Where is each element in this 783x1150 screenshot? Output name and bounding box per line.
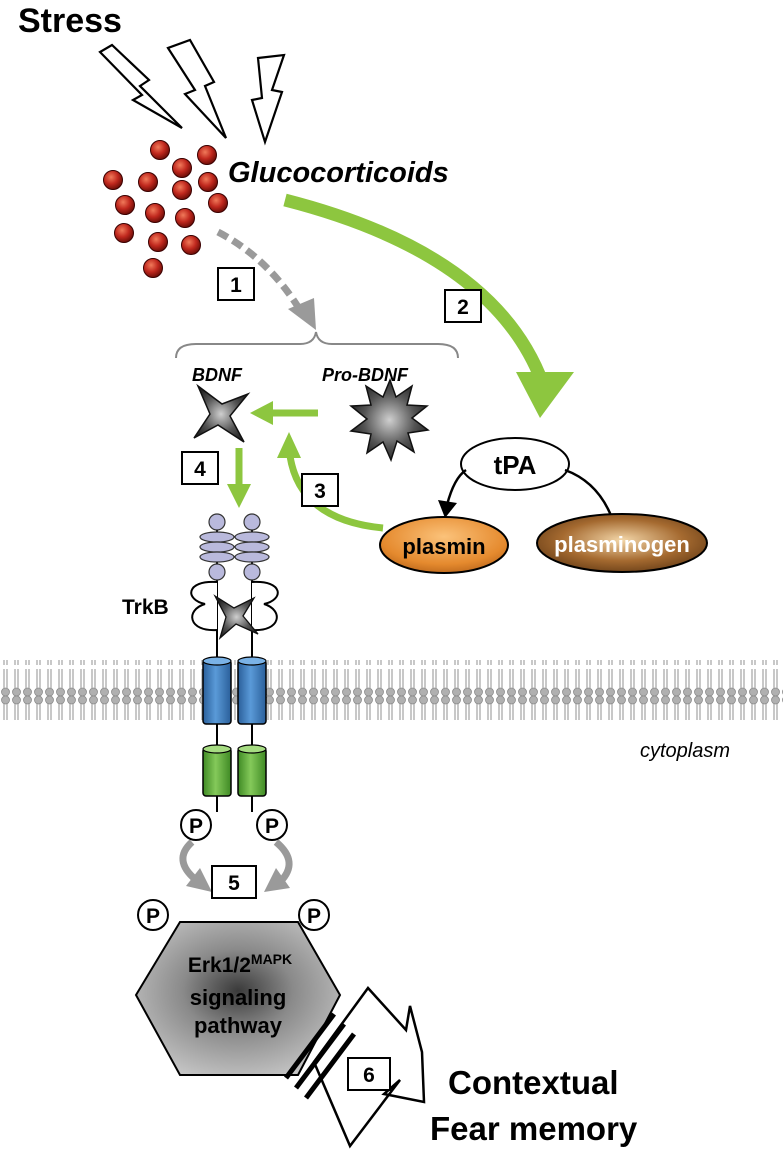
plasmin-node — [379, 516, 509, 574]
contextual-label: Contextual — [448, 1064, 619, 1101]
arrow-step-1 — [216, 228, 316, 330]
arrow-step-4 — [227, 448, 251, 508]
trkb-receptor — [190, 513, 279, 812]
step-box-5: 5 — [211, 865, 257, 899]
glucocorticoid-particles — [103, 140, 228, 278]
svg-text:3: 3 — [314, 480, 326, 503]
svg-text:4: 4 — [194, 458, 206, 481]
arrow-pro-bdnf-to-bdnf — [250, 401, 318, 425]
phosphate-icon: P — [180, 809, 212, 841]
trkb-label: TrkB — [122, 596, 169, 619]
bdnf-molecule-icon — [193, 383, 251, 443]
arrow-step-2 — [283, 193, 574, 418]
svg-text:5: 5 — [228, 872, 240, 895]
svg-text:6: 6 — [363, 1064, 375, 1087]
plasmin-label: plasmin — [402, 534, 485, 559]
bdnf-label: BDNF — [192, 365, 243, 385]
arrow-step-5 — [179, 839, 293, 892]
step-box-3: 3 — [301, 473, 339, 507]
phosphate-icon: P — [298, 899, 330, 931]
pro-bdnf-label: Pro-BDNF — [322, 365, 409, 385]
svg-text:P: P — [189, 815, 203, 838]
stress-label: Stress — [18, 2, 122, 40]
erk-label: Erk1/2MAPK — [188, 951, 292, 977]
svg-text:2: 2 — [457, 296, 469, 319]
cytoplasm-label: cytoplasm — [640, 740, 730, 762]
arrow-plasminogen-to-plasmin — [438, 468, 614, 519]
svg-text:1: 1 — [230, 274, 242, 297]
erk-label-line3: pathway — [194, 1013, 283, 1038]
svg-text:P: P — [146, 905, 160, 928]
svg-text:P: P — [307, 905, 321, 928]
tpa-label: tPA — [494, 450, 537, 480]
bracket — [175, 331, 459, 359]
erk-label-line2: signaling — [190, 985, 287, 1010]
step-box-4: 4 — [181, 451, 219, 485]
glucocorticoids-label: Glucocorticoids — [228, 157, 449, 189]
lightning-icon — [98, 38, 286, 146]
cell-membrane — [0, 660, 783, 720]
step-box-2: 2 — [444, 289, 482, 323]
pro-bdnf-molecule-icon — [349, 377, 430, 463]
step-box-6: 6 — [347, 1057, 391, 1091]
erk-pathway-node — [134, 921, 342, 1076]
plasminogen-node — [536, 513, 708, 573]
svg-text:P: P — [265, 815, 279, 838]
tpa-node — [460, 437, 570, 491]
phosphate-icon: P — [137, 899, 169, 931]
step-box-1: 1 — [217, 267, 255, 301]
phosphate-icon: P — [256, 809, 288, 841]
plasminogen-label: plasminogen — [554, 532, 690, 557]
fear-memory-label: Fear memory — [430, 1110, 638, 1147]
